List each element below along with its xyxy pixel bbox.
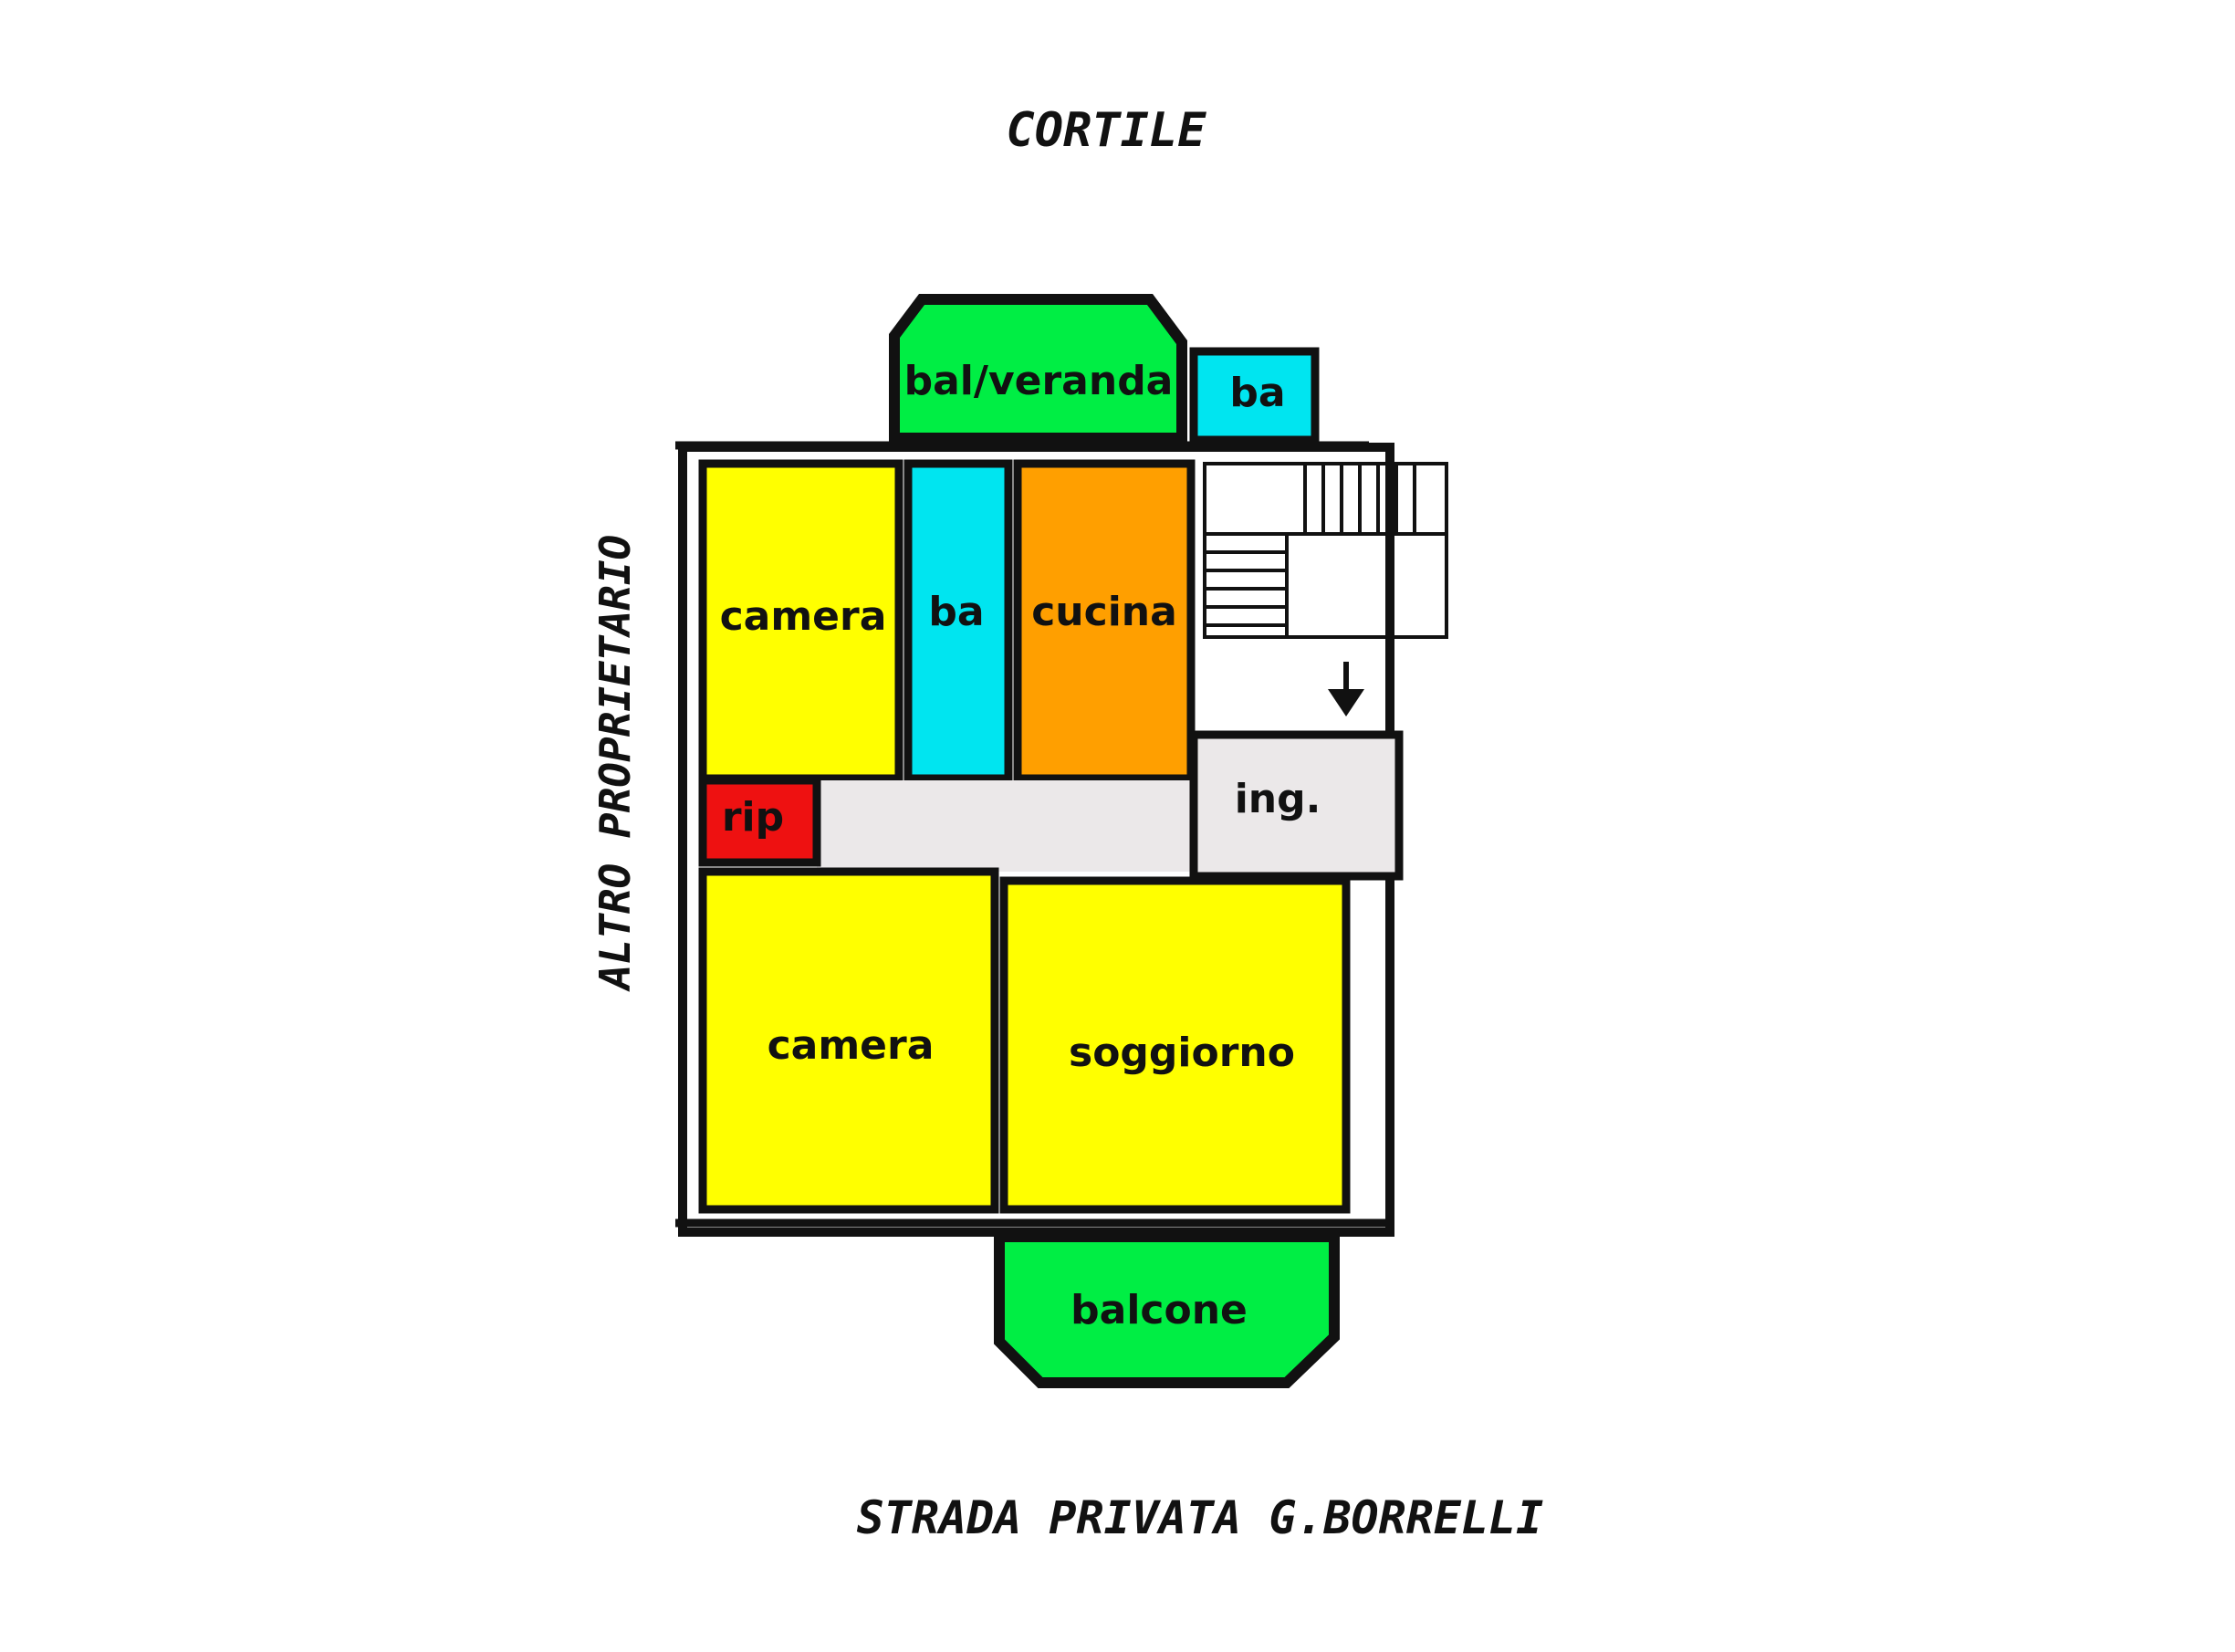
label-strada: STRADA PRIVATA G.BORRELLI <box>857 1491 1544 1544</box>
room-ing <box>1189 730 1404 881</box>
label-camera-top: camera <box>720 593 887 640</box>
room-camera-top <box>698 459 903 783</box>
label-soggiorno: soggiorno <box>1069 1030 1295 1076</box>
label-rip: rip <box>722 794 784 841</box>
label-cortile: CORTILE <box>1006 103 1206 158</box>
room-balcone <box>994 1231 1340 1388</box>
label-ing: ing. <box>1235 776 1321 822</box>
label-altro-proprietario: ALTRO PROPRIETARIO <box>590 535 640 993</box>
label-ba-mid: ba <box>928 589 984 635</box>
room-rip <box>698 776 821 867</box>
label-camera-bottom: camera <box>768 1022 935 1069</box>
room-corridor <box>817 780 1191 872</box>
staircase <box>1203 462 1448 639</box>
label-balcone: balcone <box>1071 1287 1248 1333</box>
label-bal-veranda: bal/veranda <box>904 358 1174 404</box>
room-ba-top <box>1189 347 1320 444</box>
room-bal-veranda <box>889 294 1187 444</box>
room-soggiorno <box>999 876 1351 1214</box>
room-ba-mid <box>903 459 1013 783</box>
room-camera-bottom <box>698 867 999 1214</box>
label-cucina: cucina <box>1031 589 1177 635</box>
label-ba-top: ba <box>1229 370 1285 416</box>
room-cucina <box>1013 459 1196 783</box>
entrance-arrow-icon <box>1328 662 1364 716</box>
